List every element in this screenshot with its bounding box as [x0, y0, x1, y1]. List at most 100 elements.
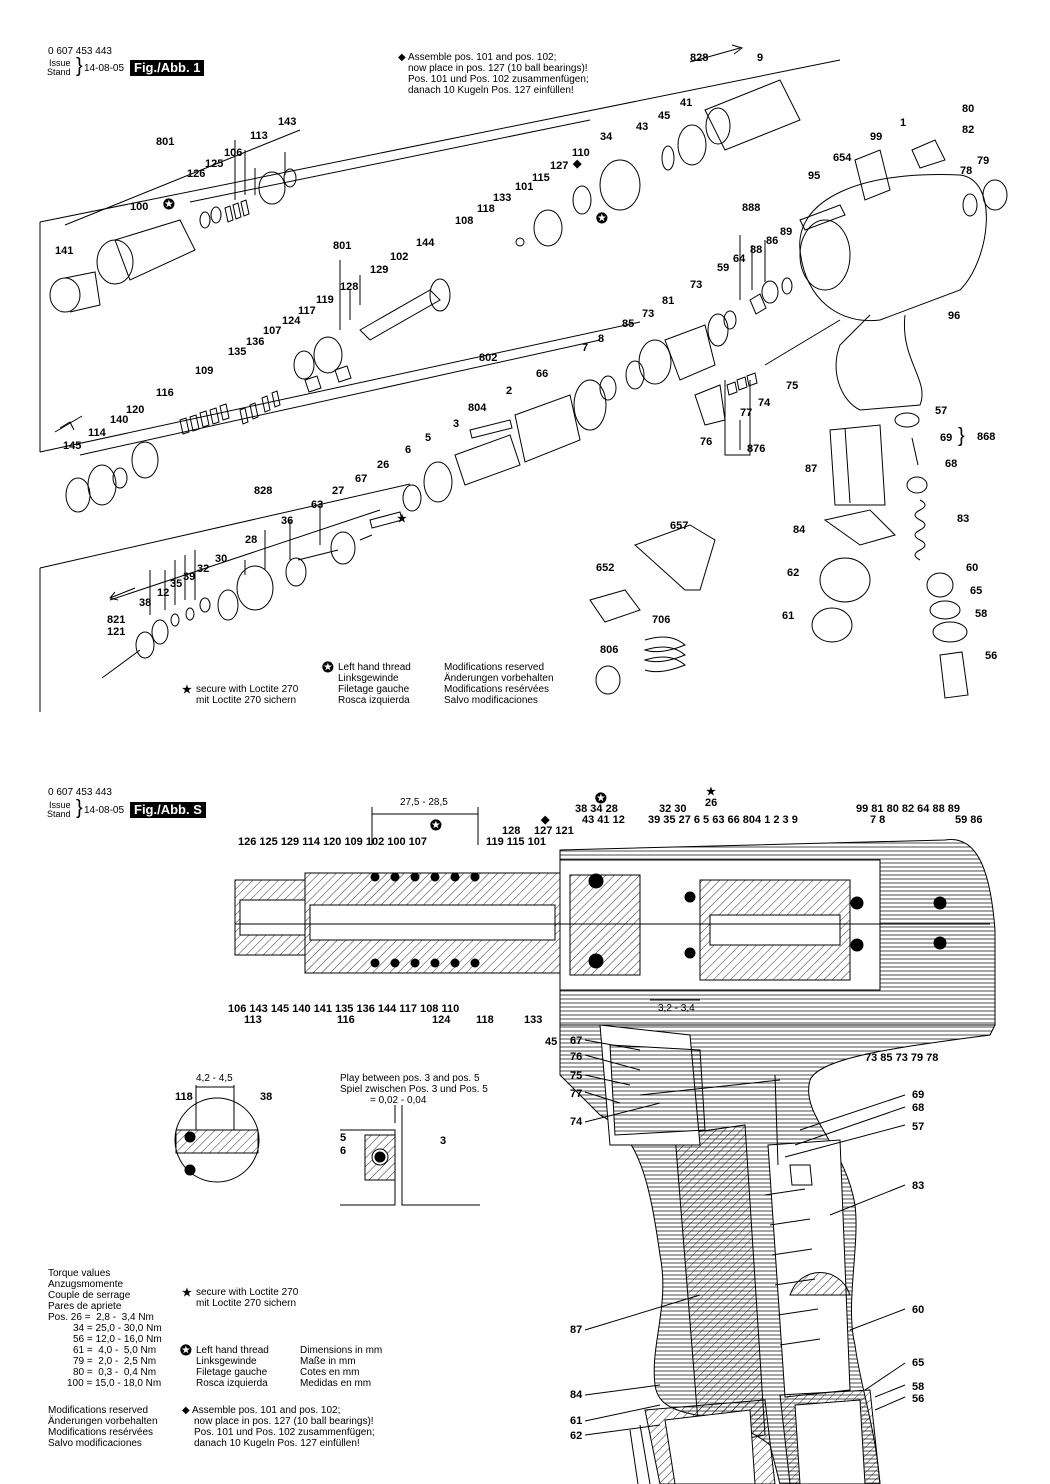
brace-symbol: }	[958, 425, 965, 447]
part-label: 868	[977, 431, 996, 443]
figure-label: Fig./Abb. S	[130, 802, 206, 818]
part-label: 120	[126, 404, 145, 416]
part-label: 61	[782, 610, 795, 622]
part-label: 118	[175, 1091, 193, 1103]
part-label: 657	[670, 520, 689, 532]
part-label: 77	[740, 407, 753, 419]
part-label: 3	[440, 1135, 447, 1147]
part-label: 34	[600, 131, 613, 143]
torque-heading: Torque values	[48, 1268, 111, 1279]
part-label: 12	[157, 587, 170, 599]
torque-row: Pos. 26 = 2,8 - 3,4 Nm	[48, 1312, 154, 1323]
part-label: 126	[187, 168, 206, 180]
part-label-row: 59 86	[955, 814, 983, 826]
diamond-icon: ◆	[573, 158, 582, 170]
part-label: 75	[570, 1070, 583, 1082]
part-label: 6	[405, 444, 412, 456]
part-label: 117	[298, 305, 316, 317]
part-label-row: 38 34 28	[575, 803, 618, 815]
loctite-star-icon: ★	[182, 1287, 192, 1299]
issue-label: Issue	[49, 58, 71, 68]
part-label: 96	[948, 310, 961, 322]
legend-line: Rosca izquierda	[338, 695, 410, 706]
part-label: 35	[170, 578, 183, 590]
part-label: 84	[570, 1389, 583, 1401]
part-label: 69	[940, 432, 953, 444]
part-label: 26	[377, 459, 390, 471]
part-label: 108	[455, 215, 474, 227]
part-label: 654	[833, 152, 852, 164]
exploded-view-sheet: 0 607 453 443 Issue Stand } 14-08-05 Fig…	[0, 0, 1050, 735]
part-label: 26	[705, 797, 718, 809]
left-thread-legend: ✪ Left hand thread Linksgewinde Filetage…	[180, 1342, 269, 1389]
exploded-view-drawing	[39, 44, 1008, 712]
part-label: 27	[332, 485, 345, 497]
part-label: 100	[130, 201, 149, 213]
part-label: 83	[912, 1180, 925, 1192]
part-label: 124	[282, 315, 301, 327]
part-label: 57	[912, 1121, 925, 1133]
part-label: 65	[970, 585, 983, 597]
dimension-label: 27,5 - 28,5	[400, 797, 448, 808]
part-label-row: 73 85 73 79 78	[865, 1052, 939, 1064]
part-label: 9	[757, 52, 764, 64]
issue-date: 14-08-05	[84, 805, 125, 816]
play-note: Play between pos. 3 and pos. 5 Spiel zwi…	[340, 1073, 488, 1106]
diamond-icon: ◆	[182, 1405, 190, 1416]
part-label: 3	[453, 418, 460, 430]
assembly-note-line: danach 10 Kugeln Pos. 127 einfüllen!	[408, 85, 574, 96]
part-label: 86	[766, 235, 779, 247]
sectional-view-drawing	[174, 807, 996, 1484]
torque-row: 56 = 12,0 - 16,0 Nm	[73, 1334, 162, 1345]
stand-label: Stand	[47, 809, 71, 819]
part-label: 61	[570, 1415, 583, 1427]
diamond-icon: ◆	[541, 814, 550, 826]
part-label: 143	[278, 116, 297, 128]
part-label: 133	[524, 1014, 543, 1026]
assembly-note: ◆ Assemble pos. 101 and pos. 102; now pl…	[182, 1405, 375, 1449]
part-label: 79	[977, 155, 990, 167]
torque-heading: Couple de serrage	[48, 1290, 131, 1301]
part-label: 81	[662, 295, 675, 307]
part-label: 64	[733, 253, 746, 265]
part-label: 80	[962, 103, 975, 115]
part-label: 5	[340, 1132, 347, 1144]
part-label: 129	[370, 264, 389, 276]
part-label: 806	[600, 644, 619, 656]
part-label: 140	[110, 414, 129, 426]
part-label: 63	[311, 499, 324, 511]
part-label: 102	[390, 251, 409, 263]
part-label: 56	[985, 650, 998, 662]
part-label: 119	[316, 294, 334, 306]
dimension-label: 3,2 - 3,4	[658, 1003, 695, 1014]
part-label: 106	[224, 147, 243, 159]
part-label: 121	[107, 626, 126, 638]
part-label: 68	[945, 458, 958, 470]
brace-symbol: }	[76, 55, 83, 77]
part-label: 99	[870, 131, 883, 143]
loctite-star-icon: ★	[706, 786, 716, 798]
part-label-row: 127 121	[534, 825, 574, 837]
part-label: 804	[468, 402, 487, 414]
part-label: 74	[570, 1116, 583, 1128]
part-label: 82	[962, 124, 975, 136]
part-label: 36	[281, 515, 294, 527]
part-label: 89	[780, 226, 793, 238]
part-label: 43	[636, 121, 649, 133]
part-label: 60	[966, 562, 979, 574]
part-label: 125	[205, 158, 224, 170]
handle-outline	[835, 314, 923, 411]
part-label: 28	[245, 534, 258, 546]
part-label: 802	[479, 352, 498, 364]
assembly-note-line: Pos. 101 und Pos. 102 zusammenfügen;	[408, 74, 589, 85]
torque-row: 34 = 25,0 - 30,0 Nm	[73, 1323, 162, 1334]
torque-row: 61 = 4,0 - 5,0 Nm	[73, 1345, 157, 1356]
modifications-note: Modifications reserved Änderungen vorbeh…	[48, 1405, 158, 1449]
part-label: 828	[690, 52, 709, 64]
part-label: 62	[570, 1430, 583, 1442]
legend-line: Linksgewinde	[338, 673, 399, 684]
loctite-star-icon: ★	[397, 513, 407, 525]
part-label: 113	[244, 1014, 262, 1026]
dimensions-note: Dimensions in mm Maße in mm Cotes en mm …	[300, 1345, 383, 1389]
part-label: 59	[717, 262, 730, 274]
